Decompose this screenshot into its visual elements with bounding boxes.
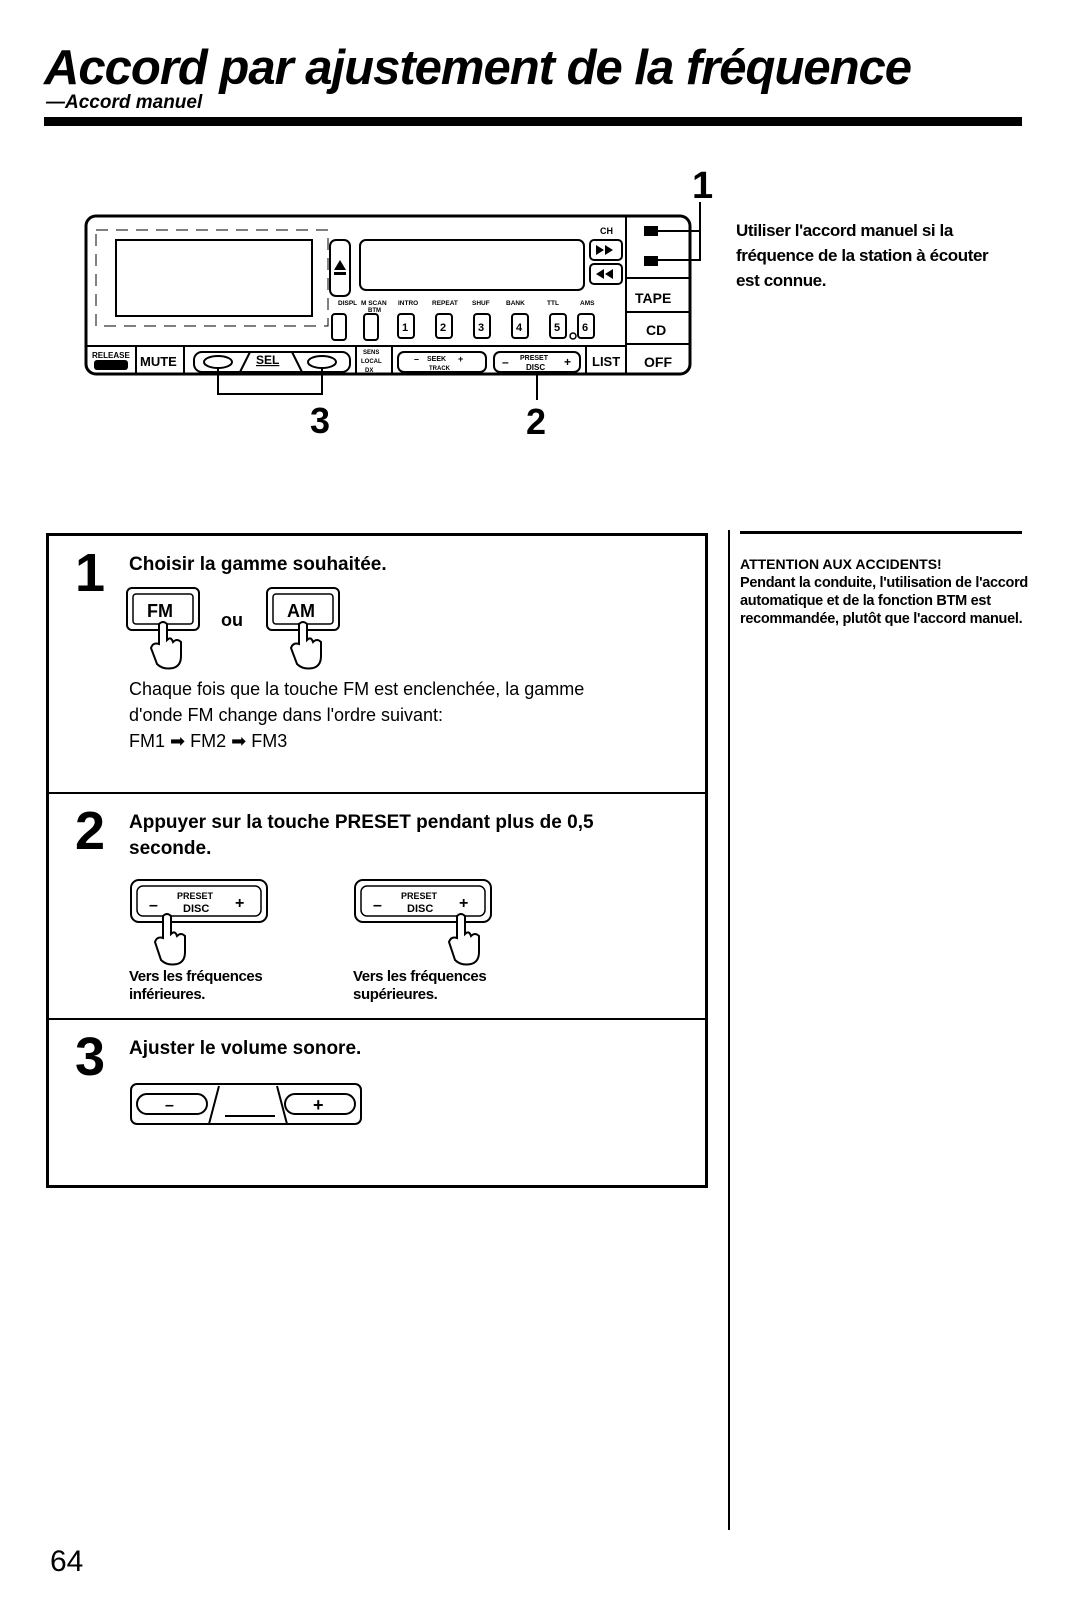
seek-label: SEEK (427, 356, 446, 363)
svg-text:–: – (165, 1097, 174, 1114)
page-subtitle: —Accord manuel (46, 92, 203, 113)
fm-button-label: FM (147, 601, 173, 621)
disc-label: DISC (526, 363, 545, 372)
sel-label: SEL (256, 353, 279, 367)
volume-illustration: – + (130, 1083, 362, 1125)
preset-minus-illustration: – PRESET DISC + (130, 879, 268, 966)
preset-plus-illustration: – PRESET DISC + (354, 879, 492, 966)
step-number: 3 (75, 1027, 106, 1087)
svg-text:–: – (414, 354, 419, 364)
track-label: TRACK (429, 366, 451, 372)
step-number: 1 (75, 543, 106, 603)
ch-down-button (589, 263, 623, 285)
release-label: RELEASE (92, 351, 130, 360)
svg-text:–: – (373, 897, 382, 914)
caption-upper: Vers les fréquences supérieures. (353, 968, 487, 1003)
sidebar-heading: ATTENTION AUX ACCIDENTS! (740, 556, 942, 572)
svg-text:PRESET: PRESET (177, 891, 214, 901)
callout-2: 2 (526, 401, 546, 442)
svg-text:PRESET: PRESET (401, 891, 438, 901)
svg-text:6: 6 (582, 322, 588, 334)
ams-label: AMS (580, 300, 595, 307)
am-button-label: AM (287, 601, 315, 621)
svg-text:+: + (313, 1095, 324, 1115)
step-heading: Choisir la gamme souhaitée. (129, 554, 387, 575)
svg-text:+: + (459, 895, 468, 912)
svg-text:2: 2 (440, 322, 446, 334)
fm-sequence: FM1 ➡ FM2 ➡ FM3 (129, 731, 288, 751)
ch-label: CH (600, 226, 613, 236)
sidebar-rule (740, 531, 1022, 534)
bank-label: BANK (506, 300, 525, 307)
svg-text:+: + (235, 895, 244, 912)
caption-lower: Vers les fréquences inférieures. (129, 968, 263, 1003)
cd-label: CD (646, 322, 666, 338)
mute-label: MUTE (140, 354, 177, 369)
page-number: 64 (50, 1545, 84, 1578)
disp-label: DISPL (338, 300, 357, 307)
title-rule (44, 117, 1022, 126)
step-3: 3 Ajuster le volume sonore. – + (49, 1020, 705, 1185)
step-number: 2 (75, 801, 106, 861)
shuf-label: SHUF (472, 300, 490, 307)
scan-label: M SCAN (361, 300, 387, 307)
sens-label: SENS (363, 350, 379, 356)
ch-up-button (589, 239, 623, 261)
preset-label: PRESET (520, 355, 549, 362)
fm-am-buttons: FM ou AM (126, 587, 340, 670)
sidebar-text: Pendant la conduite, l'utilisation de l'… (740, 575, 1028, 627)
connector-ou: ou (221, 610, 243, 630)
callout-1: 1 (692, 165, 713, 207)
intro-label: INTRO (398, 300, 418, 307)
preset-buttons: 1 2 3 4 5 6 (397, 313, 595, 340)
off-label: OFF (644, 354, 672, 370)
svg-text:DISC: DISC (407, 903, 433, 915)
svg-text:+: + (564, 355, 571, 369)
callout-3: 3 (310, 400, 330, 441)
svg-text:DISC: DISC (183, 903, 209, 915)
step-2: 2 Appuyer sur la touche PRESET pendant p… (49, 794, 705, 1020)
steps-box: 1 Choisir la gamme souhaitée. FM ou AM C… (46, 533, 708, 1188)
dx-label: DX (365, 368, 373, 374)
svg-text:5: 5 (554, 322, 560, 334)
column-divider (728, 530, 730, 1530)
svg-text:–: – (149, 897, 158, 914)
local-label: LOCAL (361, 359, 382, 365)
intro-text: Utiliser l'accord manuel si la fréquence… (736, 221, 989, 290)
page-title: Accord par ajustement de la fréquence (44, 41, 912, 95)
tape-label: TAPE (635, 290, 671, 306)
svg-text:+: + (458, 354, 463, 364)
step-1: 1 Choisir la gamme souhaitée. FM ou AM C… (49, 536, 705, 794)
btm-label: BTM (368, 308, 381, 314)
svg-text:1: 1 (402, 322, 408, 334)
ttl-label: TTL (547, 300, 559, 307)
svg-text:–: – (502, 355, 509, 369)
car-stereo-illustration: CH DISPL M SCAN BTM INTRO REPEAT SHUF BA… (84, 165, 713, 442)
repeat-label: REPEAT (432, 300, 458, 307)
step-heading: Appuyer sur la touche PRESET pendant plu… (129, 812, 594, 859)
list-label: LIST (592, 354, 620, 369)
step-heading: Ajuster le volume sonore. (129, 1038, 362, 1059)
svg-text:4: 4 (516, 322, 523, 334)
svg-text:3: 3 (478, 322, 484, 334)
step-1-text: Chaque fois que la touche FM est enclenc… (129, 679, 585, 725)
